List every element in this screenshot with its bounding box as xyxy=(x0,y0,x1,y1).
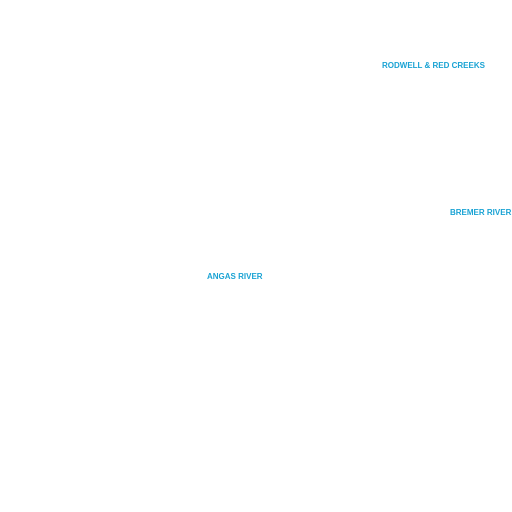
river-label-angas-river: ANGAS RIVER xyxy=(207,272,263,281)
river-label-bremer-river: BREMER RIVER xyxy=(450,208,512,217)
river-label-rodwell-red-creeks: RODWELL & RED CREEKS xyxy=(382,61,485,70)
